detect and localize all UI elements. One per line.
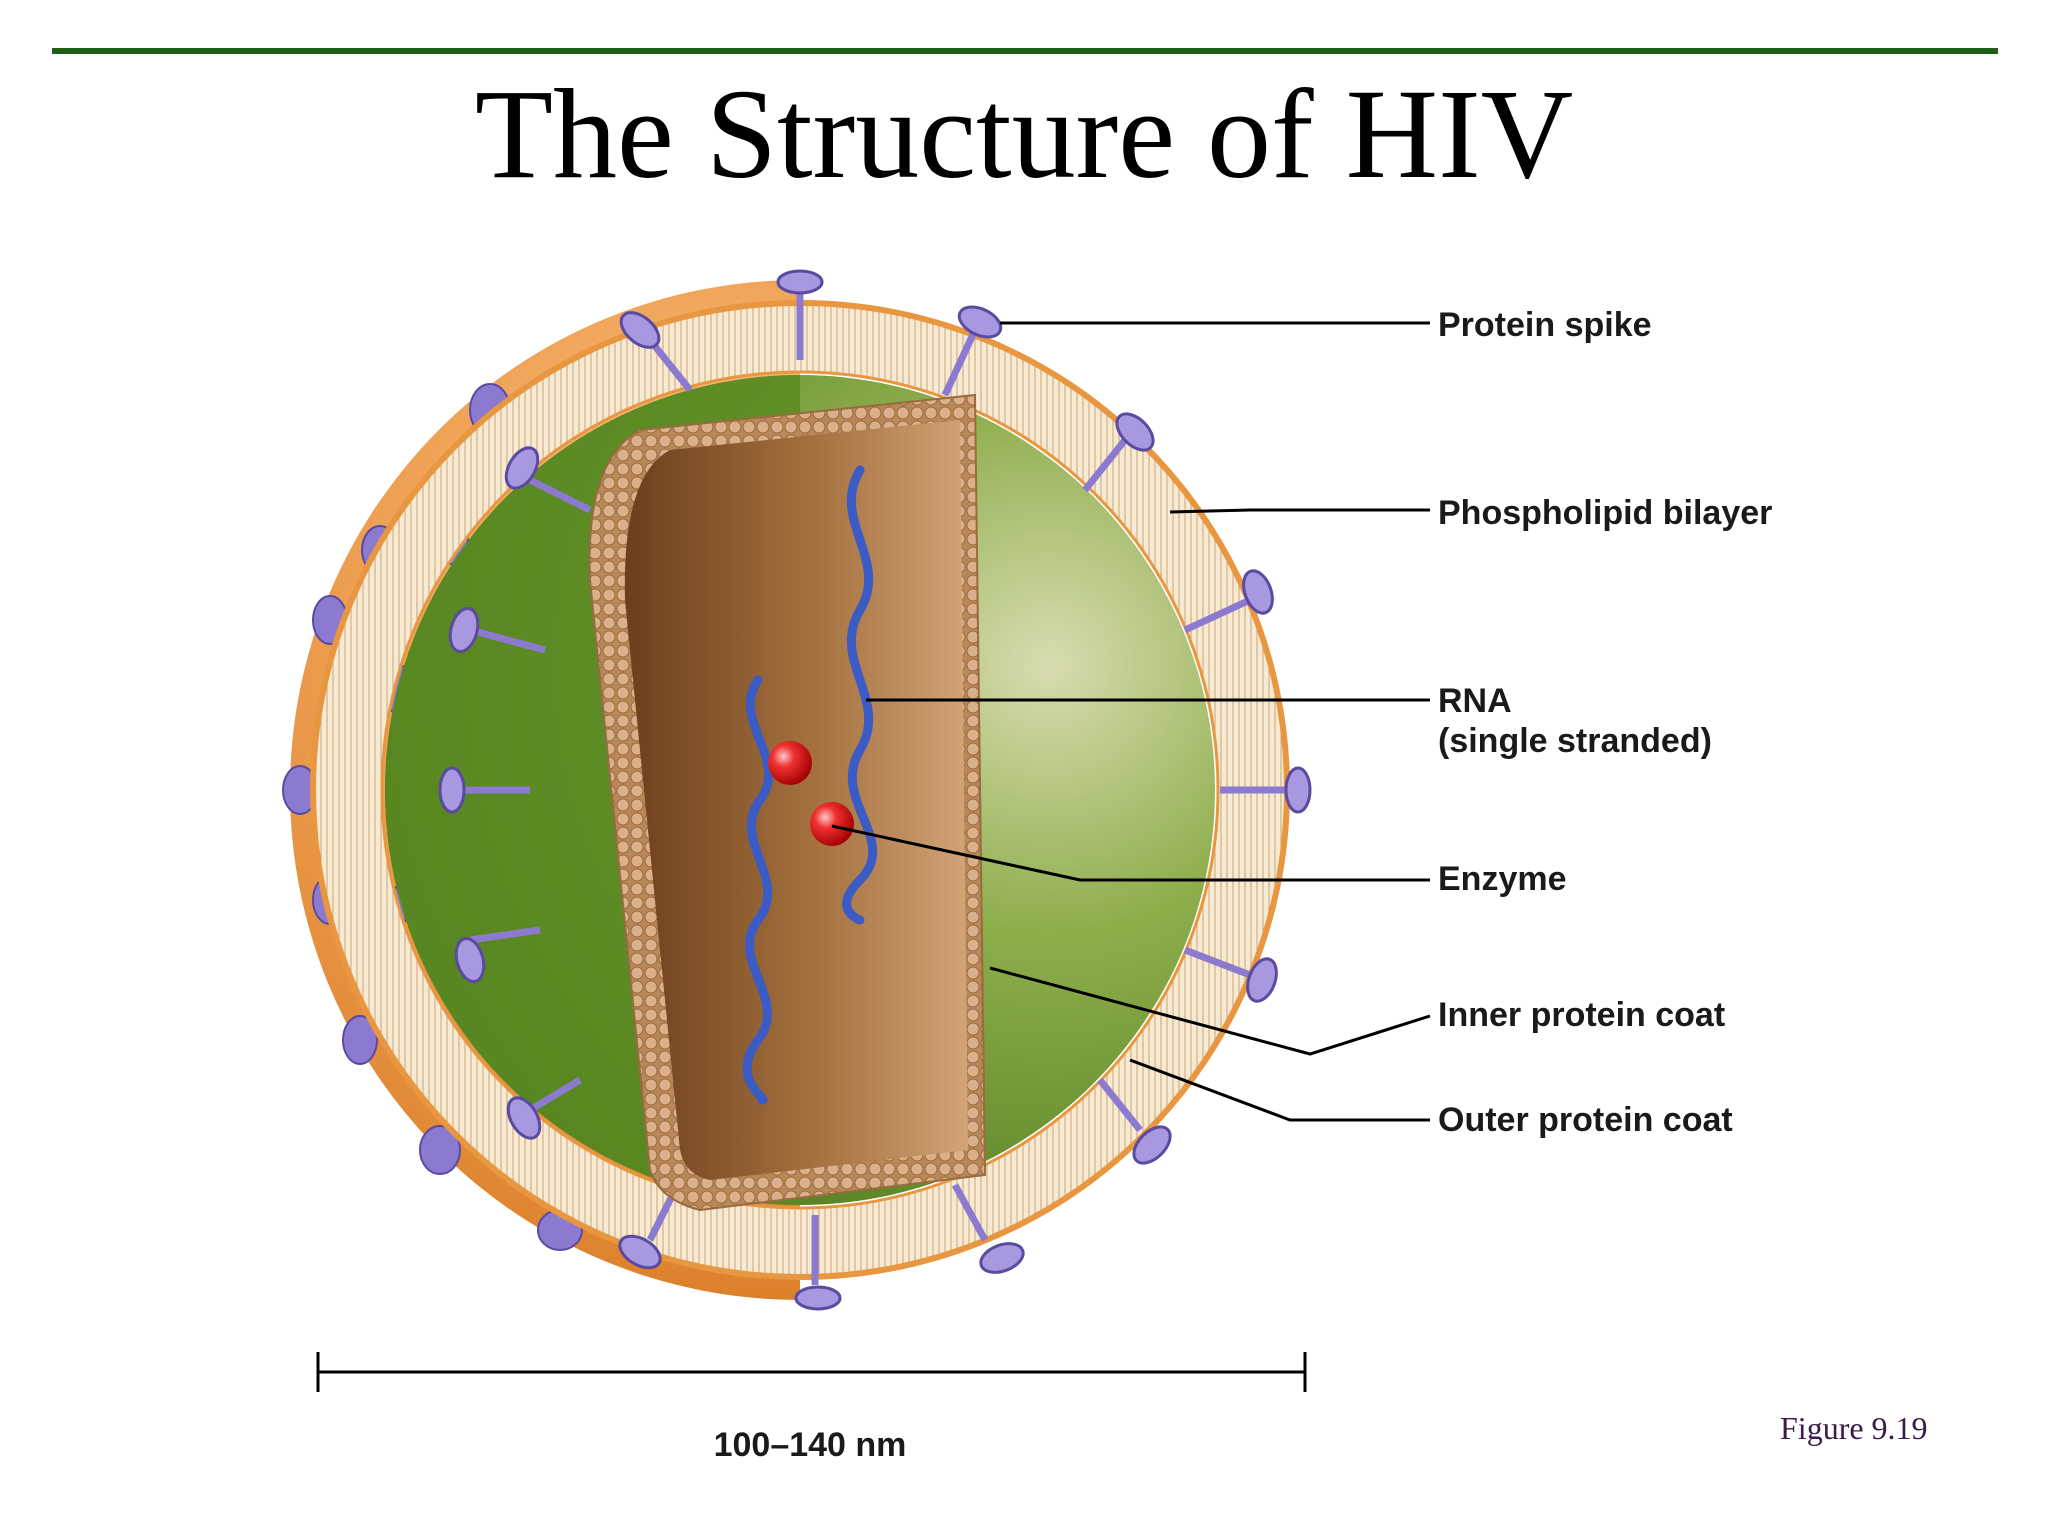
label-enzyme: Enzyme — [1438, 860, 1567, 898]
label-protein-spike: Protein spike — [1438, 306, 1652, 344]
label-rna-detail: (single stranded) — [1438, 722, 1712, 760]
spike-heads — [438, 269, 1312, 1311]
inner-protein-coat — [588, 393, 987, 1212]
enzymes — [768, 741, 854, 846]
label-inner-protein-coat: Inner protein coat — [1438, 996, 1725, 1034]
scale-bar — [316, 1352, 1307, 1392]
scale-label: 100–140 nm — [714, 1426, 907, 1464]
leader-lines — [831, 321, 1431, 1122]
label-phospholipid-bilayer: Phospholipid bilayer — [1438, 494, 1772, 532]
label-rna: RNA — [1438, 682, 1512, 720]
rna-strands — [742, 465, 878, 1105]
labels: Protein spike Phospholipid bilayer RNA (… — [1438, 306, 1772, 1139]
figure-number: Figure 9.19 — [1780, 1410, 1928, 1446]
title-rule — [52, 48, 1998, 54]
label-outer-protein-coat: Outer protein coat — [1438, 1101, 1733, 1139]
slide-title: The Structure of HIV — [474, 63, 1574, 205]
